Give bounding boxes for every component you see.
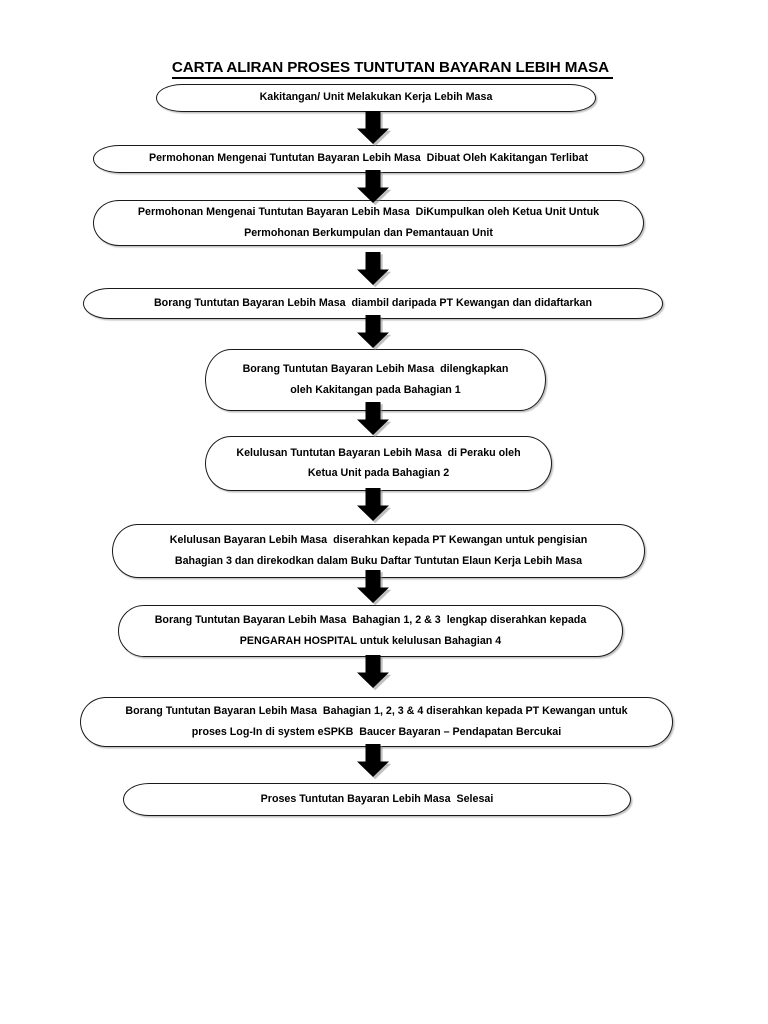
flowchart-node-label: Borang Tuntutan Bayaran Lebih Masa diamb… [153,296,593,309]
flowchart-node-label: Kelulusan Tuntutan Bayaran Lebih Masa di… [236,446,521,459]
flowchart-node-n3[interactable]: Permohonan Mengenai Tuntutan Bayaran Leb… [93,200,644,246]
flowchart-node-label: Ketua Unit pada Bahagian 2 [307,467,450,479]
page-title-text: CARTA ALIRAN PROSES TUNTUTAN BAYARAN LEB… [171,59,613,79]
flowchart-node-label: Borang Tuntutan Bayaran Lebih Masa Bahag… [154,614,587,627]
flowchart-node-n2[interactable]: Permohonan Mengenai Tuntutan Bayaran Leb… [93,145,644,173]
flowchart-node-label: Kakitangan/ Unit Melakukan Kerja Lebih M… [259,91,493,104]
flowchart-node-label: PENGARAH HOSPITAL untuk kelulusan Bahagi… [239,634,502,647]
flowchart-node-n4[interactable]: Borang Tuntutan Bayaran Lebih Masa diamb… [83,288,663,319]
flow-arrow-down-icon [356,744,392,782]
flowchart-node-label: Bahagian 3 dan direkodkan dalam Buku Daf… [174,554,583,567]
flowchart-node-label: proses Log-In di system eSPKB Baucer Bay… [191,725,562,738]
flow-arrow-down-icon [356,655,392,693]
flow-arrow-down-icon [356,111,392,149]
flowchart-node-label: Borang Tuntutan Bayaran Lebih Masa dilen… [242,363,509,376]
page-title: CARTA ALIRAN PROSES TUNTUTAN BAYARAN LEB… [0,42,768,96]
flow-arrow-down-icon [356,570,392,608]
flowchart-node-label: oleh Kakitangan pada Bahagian 1 [290,383,461,396]
flow-arrow-down-icon [356,252,392,290]
flowchart-node-label: Borang Tuntutan Bayaran Lebih Masa Bahag… [125,705,628,718]
flowchart-node-label: Permohonan Mengenai Tuntutan Bayaran Leb… [148,152,589,165]
flowchart-node-n1[interactable]: Kakitangan/ Unit Melakukan Kerja Lebih M… [156,84,596,112]
flowchart-node-n6[interactable]: Kelulusan Tuntutan Bayaran Lebih Masa di… [205,436,552,491]
flow-arrow-down-icon [356,488,392,526]
flowchart-node-label: Kelulusan Bayaran Lebih Masa diserahkan … [169,534,588,547]
flowchart-node-n9[interactable]: Borang Tuntutan Bayaran Lebih Masa Bahag… [80,697,673,747]
flow-arrow-down-icon [356,402,392,440]
flow-arrow-down-icon [356,170,392,208]
flow-arrow-down-icon [356,315,392,353]
flowchart-node-label: Permohonan Berkumpulan dan Pemantauan Un… [244,226,493,239]
flowchart-node-n8[interactable]: Borang Tuntutan Bayaran Lebih Masa Bahag… [118,605,623,657]
flowchart-node-n10[interactable]: Proses Tuntutan Bayaran Lebih Masa Seles… [123,783,631,816]
flowchart-node-label: Permohonan Mengenai Tuntutan Bayaran Leb… [137,206,600,219]
flowchart-node-label: Proses Tuntutan Bayaran Lebih Masa Seles… [260,792,494,805]
